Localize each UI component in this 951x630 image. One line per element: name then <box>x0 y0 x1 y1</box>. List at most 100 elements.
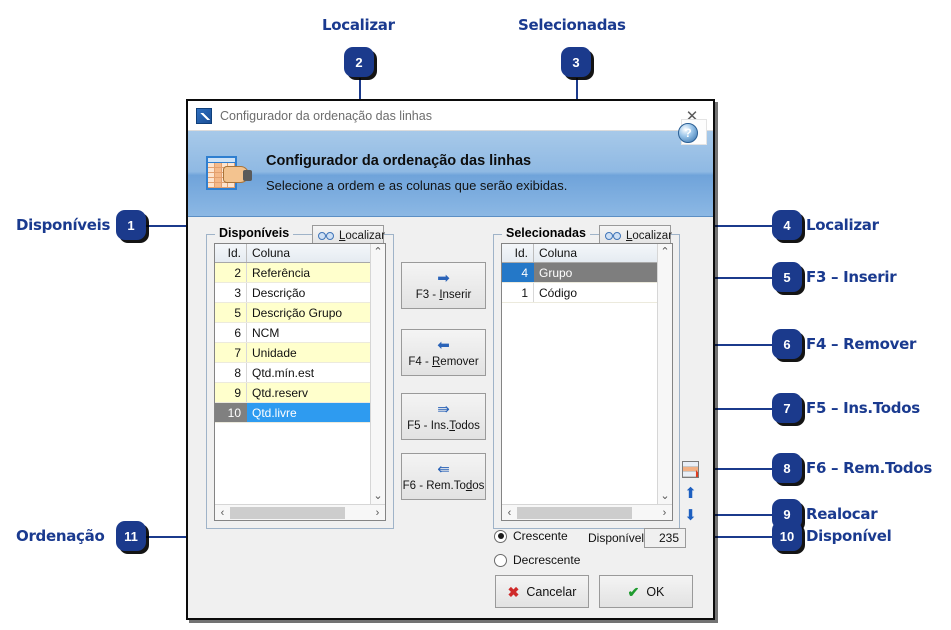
available-header-id: Id. <box>215 244 247 262</box>
remove-button[interactable]: ⬅ F4 - Remover <box>401 329 486 376</box>
callout-label-2: Localizar <box>322 16 395 34</box>
radio-ascending-indicator[interactable] <box>494 529 507 543</box>
available-legend: Disponíveis <box>215 226 294 240</box>
help-icon[interactable]: ? <box>678 123 698 143</box>
remove-all-label-pre: F6 - Rem.To <box>402 479 466 492</box>
radio-descending[interactable]: Decrescente <box>494 553 580 567</box>
glasses-icon <box>605 231 621 240</box>
leader-line-2 <box>359 78 361 105</box>
available-count-value: 235 <box>644 528 686 548</box>
scroll-down-icon[interactable]: ⌄ <box>660 490 670 502</box>
double-arrow-right-icon: ⇛ <box>437 400 450 418</box>
available-row-coluna: Descrição <box>252 286 306 300</box>
available-vertical-scrollbar[interactable]: ⌃ ⌄ <box>370 244 385 504</box>
available-row-id: 9 <box>215 383 247 402</box>
scroll-left-icon[interactable]: ‹ <box>507 506 512 519</box>
ok-button[interactable]: ✔ OK <box>599 575 693 608</box>
scroll-down-icon[interactable]: ⌄ <box>373 490 383 502</box>
available-row-coluna: NCM <box>252 326 280 340</box>
selected-groupbox: Selecionadas <box>493 226 680 529</box>
remove-accel: R <box>431 355 441 368</box>
callout-badge-7: 7 <box>772 393 802 423</box>
available-row-id: 10 <box>215 403 247 422</box>
help-button-wrap[interactable]: ? <box>678 119 707 145</box>
arrow-left-icon: ⬅ <box>437 336 450 354</box>
remove-all-button[interactable]: ⇚ F6 - Rem.Todos <box>401 453 486 500</box>
scroll-up-icon[interactable]: ⌃ <box>660 246 670 258</box>
callout-label-4: Localizar <box>806 216 879 234</box>
insert-all-button[interactable]: ⇛ F5 - Ins.Todos <box>401 393 486 440</box>
available-row-coluna: Unidade <box>247 343 370 362</box>
cancel-button[interactable]: ✖ Cancelar <box>495 575 589 608</box>
table-row[interactable]: 1 Código <box>502 283 657 303</box>
selected-header-coluna: Coluna <box>539 246 578 260</box>
insert-all-accel: T <box>449 419 455 432</box>
selected-find-accel: L <box>626 229 633 242</box>
callout-badge-4: 4 <box>772 210 802 240</box>
dialog-titlebar: Configurador da ordenação das linhas ✕ <box>188 101 713 131</box>
callout-label-3: Selecionadas <box>518 16 626 34</box>
selected-row-id: 1 <box>502 283 534 302</box>
banner-title: Configurador da ordenação das linhas <box>266 153 532 170</box>
callout-badge-5: 5 <box>772 262 802 292</box>
scroll-right-icon[interactable]: › <box>662 506 667 519</box>
remove-label-post: emover <box>440 355 479 368</box>
available-row-id: 8 <box>215 363 247 382</box>
remove-all-accel: d <box>465 479 473 492</box>
available-row-id: 2 <box>215 263 247 282</box>
glasses-icon <box>318 231 334 240</box>
table-row[interactable]: 6 NCM <box>215 323 370 343</box>
insert-accel: I <box>439 288 443 301</box>
selected-horizontal-scrollbar[interactable]: ‹ › <box>502 504 672 520</box>
available-row-coluna: Qtd.livre <box>247 403 370 422</box>
callout-label-10: Disponível <box>806 527 892 545</box>
callout-label-1: Disponíveis <box>16 216 111 234</box>
selected-grid-header: Id. Coluna <box>502 244 657 263</box>
selected-row-coluna: Código <box>539 286 578 300</box>
callout-badge-6: 6 <box>772 329 802 359</box>
radio-ascending[interactable]: Crescente <box>494 529 568 543</box>
selected-find-label: ocalizar <box>632 229 673 242</box>
scroll-up-icon[interactable]: ⌃ <box>373 246 383 258</box>
selected-vertical-scrollbar[interactable]: ⌃ ⌄ <box>657 244 672 504</box>
dialog-banner: Configurador da ordenação das linhas Sel… <box>188 119 713 217</box>
chart-app-icon <box>196 107 212 124</box>
insert-all-label-post: odos <box>455 419 480 432</box>
callout-label-11: Ordenação <box>16 527 105 545</box>
scroll-left-icon[interactable]: ‹ <box>220 506 225 519</box>
hscroll-thumb[interactable] <box>230 506 345 519</box>
callout-badge-8: 8 <box>772 453 802 483</box>
dialog-title: Configurador da ordenação das linhas <box>220 108 432 123</box>
remove-label-pre: F4 - <box>408 355 432 368</box>
available-find-button[interactable]: Localizar <box>312 225 385 246</box>
selected-header-id: Id. <box>502 244 534 262</box>
available-row-id: 6 <box>215 323 247 342</box>
available-header-coluna: Coluna <box>252 246 291 260</box>
arrow-up-icon[interactable]: ⬆ <box>684 485 697 502</box>
radio-ascending-label: Crescente <box>513 529 568 543</box>
available-horizontal-scrollbar[interactable]: ‹ › <box>215 504 385 520</box>
cancel-label: Cancelar <box>526 584 577 599</box>
available-grid-header: Id. Coluna <box>215 244 370 263</box>
remove-all-label-post: os <box>472 479 485 492</box>
scroll-right-icon[interactable]: › <box>375 506 380 519</box>
radio-descending-indicator[interactable] <box>494 553 507 567</box>
green-check-icon: ✔ <box>627 583 640 600</box>
grid-delete-icon[interactable] <box>682 461 699 478</box>
arrow-down-icon[interactable]: ⬇ <box>684 507 697 524</box>
available-row-coluna: Qtd.reserv <box>247 383 370 402</box>
insert-button[interactable]: ➡ F3 - Inserir <box>401 262 486 309</box>
hscroll-thumb[interactable] <box>517 506 632 519</box>
callout-badge-1: 1 <box>116 210 146 240</box>
